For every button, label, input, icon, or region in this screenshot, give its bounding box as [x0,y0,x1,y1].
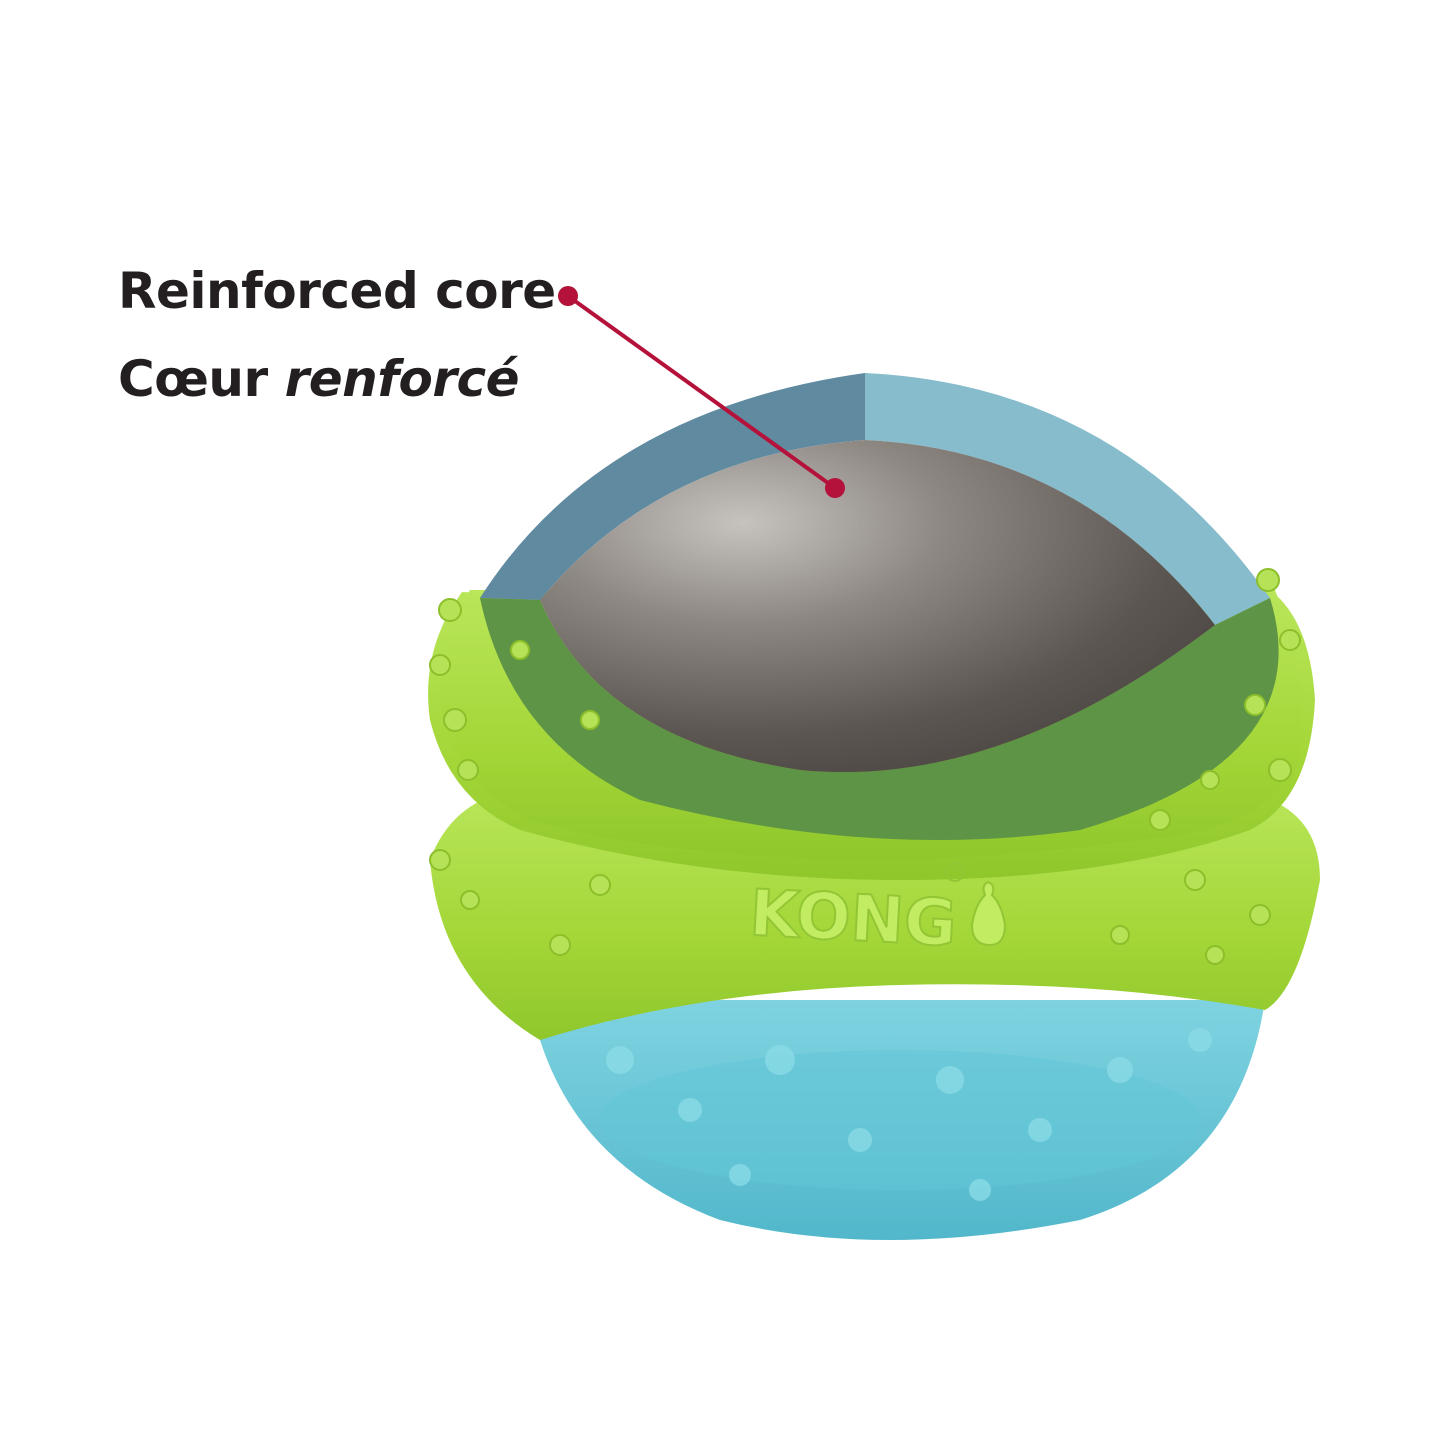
reinforced-core [540,440,1215,773]
registered-mark-icon [945,862,965,882]
cut-green-ring [480,598,1279,840]
callout-line [566,294,837,490]
kong-logo-icon [970,880,1007,947]
brand-mark: KONG [748,877,959,962]
callout-dot-end [825,478,845,498]
teal-texture [600,1050,1200,1190]
cut-blue-light [865,373,1270,625]
label-french-part1: Cœur [118,350,285,408]
teal-texture-bumps [606,1028,1212,1201]
label-english: Reinforced core [118,262,556,320]
label-french: Cœur renforcé [118,350,520,408]
shell-nubs [429,568,1301,965]
callout-dot-start [558,286,578,306]
label-french-part2: renforcé [284,350,520,408]
cut-blue-dark [480,373,865,600]
